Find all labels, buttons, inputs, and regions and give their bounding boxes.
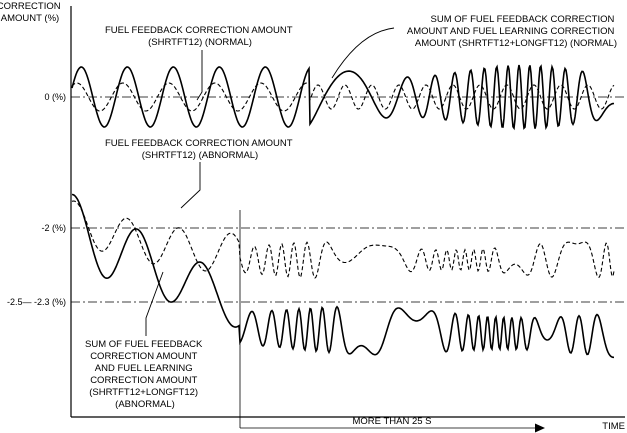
short-term-normal-waveform (71, 82, 615, 112)
minus-two-five-percent-label: -2.5— -2.3 (%) (7, 297, 66, 307)
sum-normal-leader (331, 27, 395, 79)
sum-normal-waveform (71, 63, 615, 131)
short-abnormal-leader (180, 162, 201, 209)
zero-percent-label: 0 (%) (44, 92, 66, 102)
sum-abnormal-waveform (71, 193, 614, 359)
duration-label: MORE THAN 25 S (352, 416, 431, 427)
x-axis-title: TIME (602, 421, 625, 432)
minus-two-percent-label: -2 (%) (42, 223, 67, 233)
sum-abnormal-label: SUM OF FUEL FEEDBACK CORRECTION AMOUNT A… (85, 339, 205, 410)
short-normal-leader (196, 50, 203, 101)
short-abnormal-label: FUEL FEEDBACK CORRECTION AMOUNT (SHRTFT1… (105, 138, 295, 161)
short-term-abnormal-waveform (71, 200, 615, 279)
short-normal-label: FUEL FEEDBACK CORRECTION AMOUNT (SHRTFT1… (105, 25, 295, 48)
duration-arrow-head (535, 423, 545, 433)
sum-normal-label: SUM OF FUEL FEEDBACK CORRECTION AMOUNT A… (407, 14, 617, 49)
y-axis-title: CORRECTION AMOUNT (%) (0, 1, 63, 24)
sum-abnormal-leader (145, 271, 164, 336)
